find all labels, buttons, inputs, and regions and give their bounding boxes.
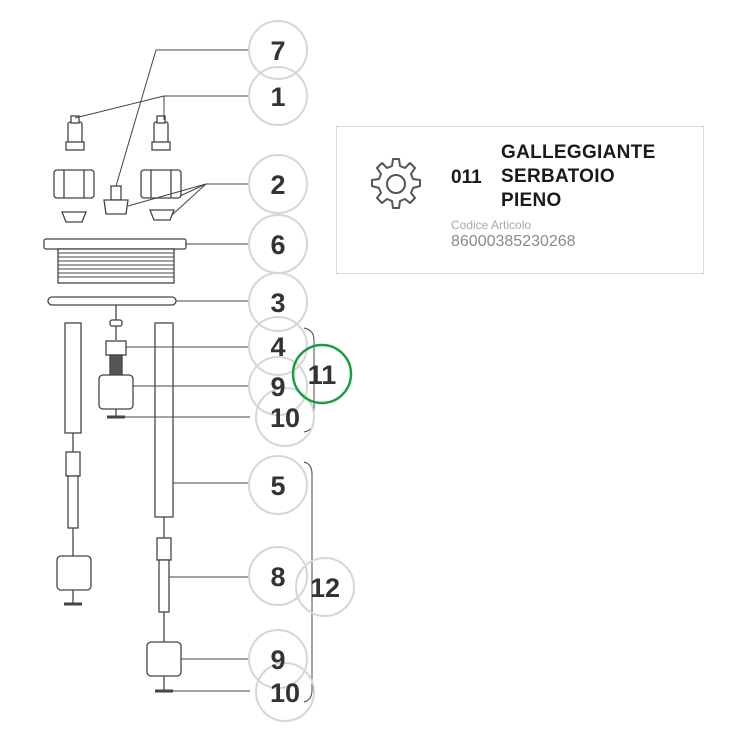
callout-10-upper[interactable]: 10 <box>270 403 300 433</box>
callout-4[interactable]: 4 <box>270 332 285 362</box>
callout-10-lower[interactable]: 10 <box>270 678 300 708</box>
part-title-line-3: PIENO <box>501 190 562 211</box>
part-code: 011 <box>451 167 482 188</box>
sku-value: 86000385230268 <box>451 233 576 250</box>
callout-5[interactable]: 5 <box>270 471 285 501</box>
part-title-line-2: SERBATOIO <box>501 166 615 187</box>
callout-9-upper[interactable]: 9 <box>270 372 285 402</box>
part-title: GALLEGGIANTE SERBATOIO PIENO <box>501 141 656 213</box>
parts-drawing <box>43 115 187 693</box>
gear-icon <box>367 155 425 213</box>
callout-8[interactable]: 8 <box>270 562 285 592</box>
callout-1[interactable]: 1 <box>270 82 285 112</box>
sku-label: Codice Articolo <box>451 218 532 232</box>
callout-2[interactable]: 2 <box>270 170 285 200</box>
callout-circle-11-highlight <box>291 343 353 405</box>
leader-lines <box>74 49 315 703</box>
callout-11[interactable]: 11 <box>308 360 337 390</box>
part-info-card: 011 GALLEGGIANTE SERBATOIO PIENO Codice … <box>336 126 704 274</box>
callout-6[interactable]: 6 <box>270 230 285 260</box>
callout-7[interactable]: 7 <box>270 36 285 66</box>
callout-circles <box>248 20 355 722</box>
callout-9-lower[interactable]: 9 <box>270 645 285 675</box>
callout-numbers: 7 1 2 6 3 4 9 10 11 5 8 12 9 10 <box>270 36 340 708</box>
part-title-line-1: GALLEGGIANTE <box>501 142 656 163</box>
callout-12[interactable]: 12 <box>310 573 340 603</box>
callout-3[interactable]: 3 <box>270 288 285 318</box>
